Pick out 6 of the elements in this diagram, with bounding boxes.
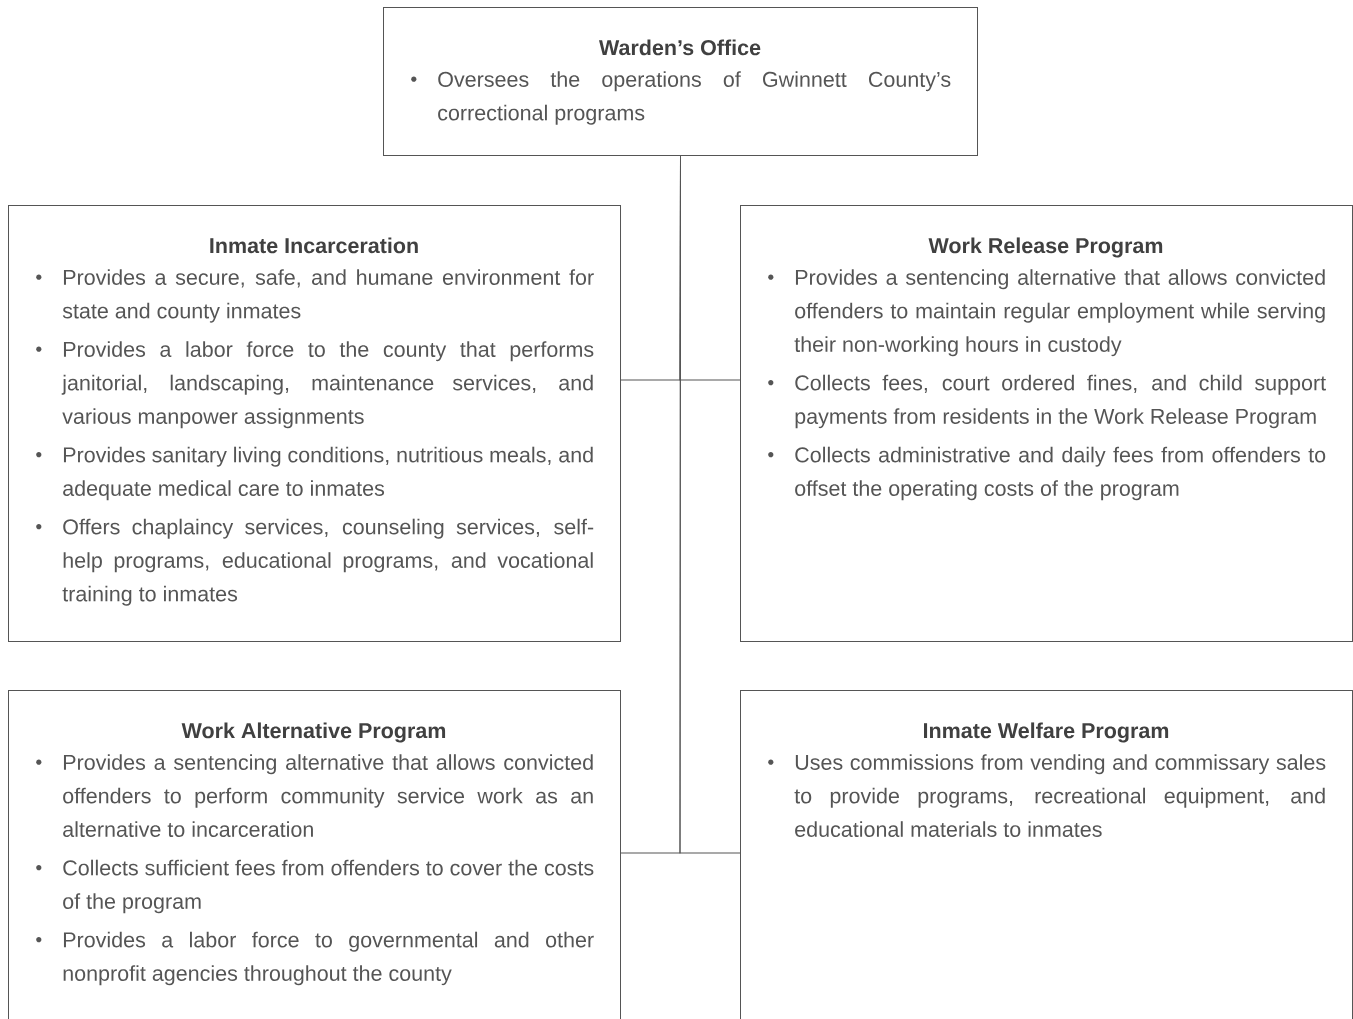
org-box: Inmate Incarceration Provides a secure, safe, and humane environment for state and county inmates Provides a labor force to the county that performs janitorial, landscaping, maintenance services, and various manpower assignments Provides sanitary living conditions, nutritious meals, and adequate medical care to inmates Offers chaplaincy services, counseling services, self-help programs, educational programs, and vocational training to inmates <box>8 205 621 642</box>
org-box: Work Release Program Provides a sentencing alternative that allows convicted offenders to maintain regular employment while serving their non-working hours in custody Collects fees, court ordered fines, and child support payments from residents in the Work Release Program Collects administrative and daily fees from offenders to offset the operating costs of the program <box>740 205 1353 642</box>
org-box: Work Alternative Program Provides a sentencing alternative that allows convicted offenders to perform community service work as an alternative to incarceration Collects sufficient fees from offenders to cover the costs of the program Provides a labor force to governmental and other nonprofit agencies throughout the county <box>8 690 621 1019</box>
org-box: Inmate Welfare Program Uses commissions from vending and commissary sales to provide programs, recreational equipment, and educational materials to inmates <box>740 690 1353 1019</box>
connector-line <box>679 155 741 854</box>
org-box: Warden’s Office Oversees the operations of Gwinnett County’s correctional programs <box>383 7 978 156</box>
